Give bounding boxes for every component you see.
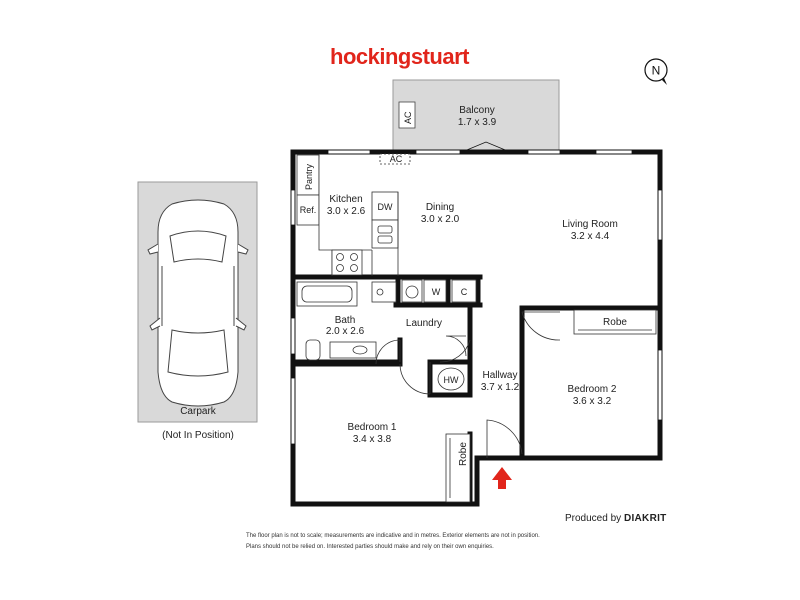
north-compass-icon: N: [644, 58, 668, 85]
ref-label: Ref.: [300, 205, 317, 215]
dining-name: Dining: [426, 202, 454, 213]
bath-fixtures: [296, 281, 397, 361]
carpark: Carpark (Not In Position): [137, 181, 258, 441]
robe-bed1-label: Robe: [458, 442, 469, 466]
disclaimer-line-2: Plans should not be relied on. Intereste…: [246, 544, 494, 550]
balcony: AC Balcony 1.7 x 3.9: [392, 79, 560, 151]
balcony-dims: 1.7 x 3.9: [458, 117, 497, 128]
windows: [291, 150, 662, 444]
robes: [445, 309, 657, 503]
produced-prefix: Produced by: [565, 513, 622, 524]
bedroom2-name: Bedroom 2: [568, 384, 617, 395]
bedroom2-dims: 3.6 x 3.2: [573, 396, 612, 407]
hallway-dims: 3.7 x 1.2: [481, 382, 520, 393]
living-dims: 3.2 x 4.4: [571, 231, 610, 242]
laundry-name: Laundry: [406, 318, 442, 329]
north-label: N: [652, 64, 661, 78]
ac-dining-label: AC: [390, 154, 403, 164]
kitchen-name: Kitchen: [329, 194, 362, 205]
carpark-note: (Not In Position): [162, 430, 234, 441]
carpark-label: Carpark: [180, 406, 217, 417]
disclaimer-line-1: The floor plan is not to scale; measurem…: [246, 533, 540, 539]
w-label: W: [432, 287, 441, 297]
pantry-label: Pantry: [304, 163, 314, 190]
hallway-name: Hallway: [482, 370, 517, 381]
car-icon: [147, 199, 249, 407]
brand-logo: hockingstuart: [330, 44, 469, 69]
balcony-name: Balcony: [459, 105, 495, 116]
bath-dims: 2.0 x 2.6: [326, 326, 365, 337]
kitchen-dims: 3.0 x 2.6: [327, 206, 366, 217]
bedroom1-dims: 3.4 x 3.8: [353, 434, 392, 445]
hw-label: HW: [444, 375, 459, 385]
c-label: C: [461, 287, 468, 297]
robe-bed2-label: Robe: [603, 317, 627, 328]
laundry-fixtures: [401, 279, 477, 303]
bedroom1-name: Bedroom 1: [348, 422, 397, 433]
dw-label: DW: [378, 202, 393, 212]
dining-dims: 3.0 x 2.0: [421, 214, 460, 225]
produced-brand: DIAKRIT: [623, 513, 667, 524]
kitchen-fixtures: [296, 153, 411, 276]
living-name: Living Room: [562, 219, 618, 230]
hot-water-unit: HW: [437, 367, 465, 391]
ac-balcony-label: AC: [403, 111, 413, 124]
bath-name: Bath: [335, 315, 356, 326]
entry-arrow-icon: [492, 467, 512, 489]
produced-by: Produced by DIAKRIT: [565, 513, 667, 524]
doors: [375, 311, 561, 458]
